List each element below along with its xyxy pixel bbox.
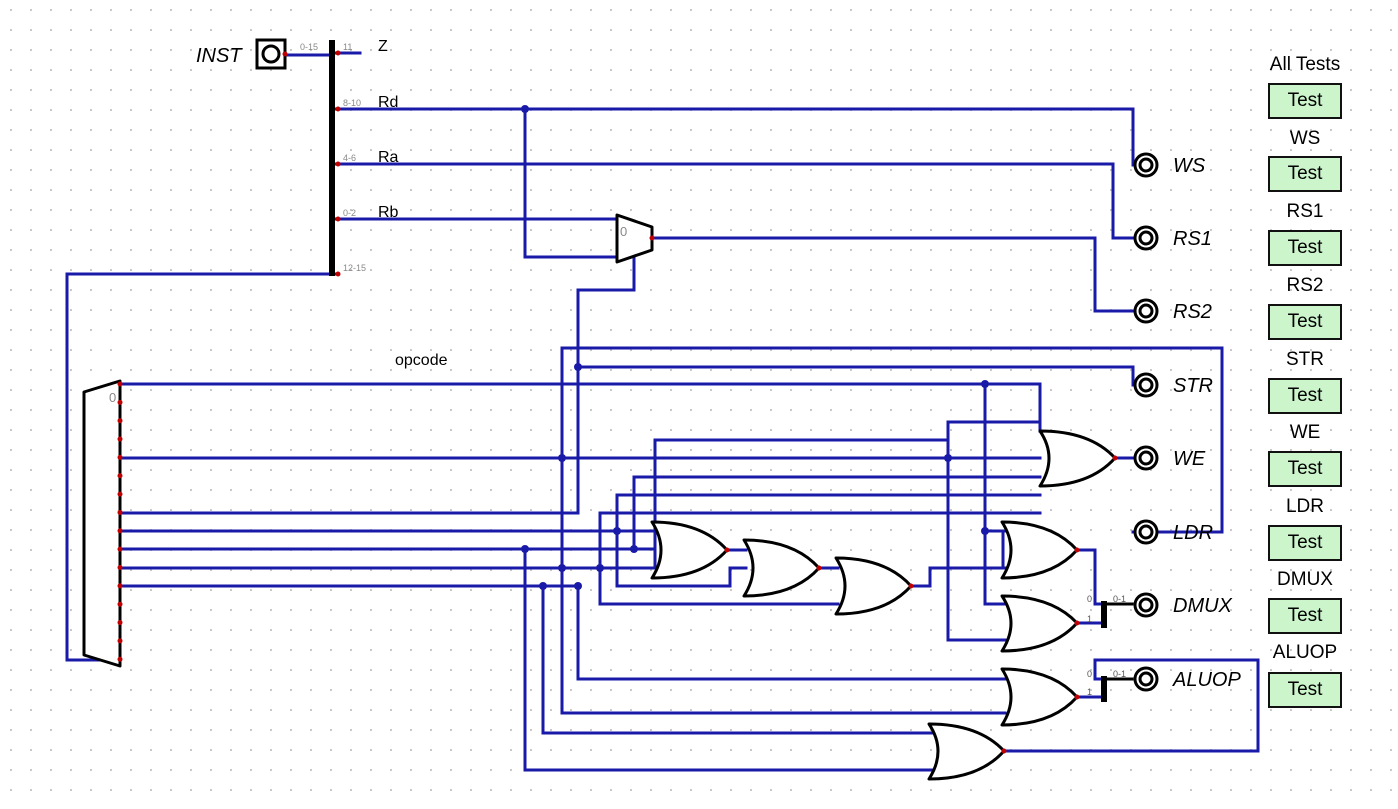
output-pin-we <box>1133 445 1159 471</box>
instruction-splitter <box>329 40 341 277</box>
decoder-output-pin <box>117 528 123 534</box>
or-gate-we <box>1038 429 1117 488</box>
output-pin-str <box>1133 372 1159 398</box>
splitter-label-rb: Rb <box>378 204 399 221</box>
decoder-output-pin <box>117 565 123 570</box>
output-label-rs2: RS2 <box>1173 301 1212 323</box>
decoder-label: 0 <box>109 390 116 405</box>
output-pin-aluop <box>1133 666 1159 692</box>
decoder-output-pin <box>117 509 123 515</box>
decoder-output-pin <box>117 638 123 644</box>
opcode-label: opcode <box>395 352 448 369</box>
aluop-combiner-in0: 0 <box>1087 669 1092 679</box>
decoder-output-pin <box>117 601 123 607</box>
decoder-output-pin <box>117 620 123 626</box>
splitter-label-ra: Ra <box>378 149 399 166</box>
decoder-output-pin <box>117 473 123 479</box>
inst-input-pin[interactable] <box>255 38 288 70</box>
decoder-output-pin <box>117 454 123 460</box>
splitter-range-opcode: 12-15 <box>343 263 366 273</box>
test-button-rs1[interactable]: Test <box>1268 230 1342 266</box>
aluop-combiner <box>1101 676 1133 702</box>
test-label-all: All Tests <box>1269 54 1341 75</box>
dmux-combiner <box>1101 601 1133 628</box>
decoder-output-pin <box>117 491 123 497</box>
gate-output-pins <box>724 455 1118 754</box>
test-button-ws[interactable]: Test <box>1268 156 1342 192</box>
or-gate-chain-2 <box>742 538 821 598</box>
test-label-rs1: RS1 <box>1286 201 1324 222</box>
test-label-rs2: RS2 <box>1286 275 1324 296</box>
decoder-output-pin <box>117 381 123 387</box>
output-pin-dmux <box>1133 592 1159 618</box>
splitter-range-ra: 4-6 <box>343 153 356 163</box>
inst-bit-range: 0-15 <box>300 42 318 52</box>
wire-junctions <box>521 105 989 590</box>
test-button-ldr[interactable]: Test <box>1268 525 1342 561</box>
decoder-output-pin <box>117 418 123 424</box>
test-button-str[interactable]: Test <box>1268 378 1342 414</box>
decoder-output-pin <box>117 583 123 589</box>
output-label-str: STR <box>1173 375 1213 397</box>
splitter-range-rb: 0-2 <box>343 208 356 218</box>
inst-label: INST <box>196 45 243 67</box>
splitter-label-rd: Rd <box>378 94 398 111</box>
test-label-ldr: LDR <box>1285 496 1324 517</box>
output-label-ldr: LDR <box>1173 522 1213 544</box>
dmux-combiner-in1: 1 <box>1087 614 1092 624</box>
output-label-we: WE <box>1173 448 1206 470</box>
splitter-label-z: Z <box>378 38 388 55</box>
mux-select-label: 0 <box>620 224 627 239</box>
opcode-decoder <box>82 379 123 668</box>
output-label-dmux: DMUX <box>1173 595 1233 617</box>
test-label-ws: WS <box>1289 128 1321 149</box>
dmux-combiner-in0: 0 <box>1087 594 1092 604</box>
test-button-all[interactable]: Test <box>1268 83 1342 119</box>
decoder-output-pin <box>117 399 123 405</box>
aluop-combiner-in1: 1 <box>1087 687 1092 697</box>
output-label-ws: WS <box>1173 155 1206 177</box>
test-button-aluop[interactable]: Test <box>1268 672 1342 708</box>
output-label-aluop: ALUOP <box>1172 669 1241 691</box>
output-pin-rs1 <box>1133 225 1159 251</box>
or-gate-aluop-2 <box>927 722 1006 781</box>
splitter-range-z: 11 <box>343 42 352 52</box>
decoder-output-pin <box>117 656 123 662</box>
decoder-output-pin <box>117 436 123 442</box>
or-gate-dmux-1 <box>1000 520 1079 580</box>
test-label-we: WE <box>1289 422 1321 443</box>
output-pin-ws <box>1133 152 1159 178</box>
output-label-rs1: RS1 <box>1173 228 1212 250</box>
or-gate-aluop-1 <box>1000 667 1079 727</box>
or-gate-dmux-2 <box>1000 594 1079 653</box>
test-label-aluop: ALUOP <box>1272 642 1338 663</box>
dmux-combiner-out: 0-1 <box>1113 594 1126 604</box>
or-gate-chain-1 <box>650 520 729 580</box>
output-pin-ldr <box>1133 519 1159 545</box>
or-gate-chain-3 <box>834 556 913 616</box>
aluop-combiner-out: 0-1 <box>1113 669 1126 679</box>
wires <box>65 51 1260 772</box>
test-button-dmux[interactable]: Test <box>1268 598 1342 634</box>
test-label-str: STR <box>1286 349 1324 370</box>
test-label-dmux: DMUX <box>1277 569 1333 590</box>
test-button-rs2[interactable]: Test <box>1268 304 1342 340</box>
decoder-output-pin <box>117 546 123 552</box>
register-mux <box>615 213 655 264</box>
splitter-range-rd: 8-10 <box>343 98 361 108</box>
test-button-we[interactable]: Test <box>1268 451 1342 487</box>
output-pin-rs2 <box>1133 298 1159 324</box>
